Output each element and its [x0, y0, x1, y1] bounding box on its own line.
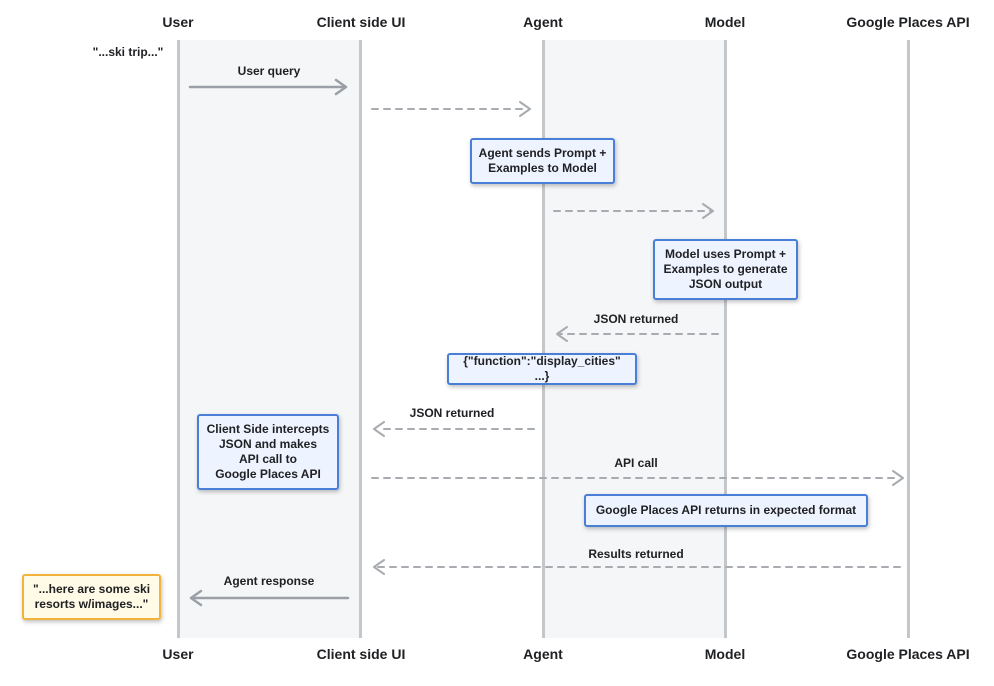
user-lane-band: [178, 40, 360, 638]
label-json-returned-2: JSON returned: [409, 406, 495, 420]
note-line: Google Places API returns in expected fo…: [595, 503, 857, 517]
note-function-json: {"function":"display_cities" ...}: [447, 353, 637, 385]
arrow-agent-to-model: [553, 203, 714, 219]
arrow-agent-response: [189, 589, 350, 607]
client-ui-lifeline: [359, 40, 362, 638]
note-line: Examples to Model: [488, 161, 597, 175]
participant-model-top: Model: [704, 14, 746, 30]
participant-model-bottom: Model: [704, 646, 746, 662]
arrow-api-call: [371, 470, 904, 486]
note-line: Agent sends Prompt +: [478, 146, 607, 160]
places-api-lifeline: [907, 40, 910, 638]
note-agent-sends-prompt: Agent sends Prompt +Examples to Model: [470, 138, 615, 184]
note-line: {"function":"display_cities" ...}: [463, 354, 621, 383]
label-json-returned-1: JSON returned: [593, 312, 679, 326]
participant-agent-bottom: Agent: [523, 646, 563, 662]
note-line: Client Side intercepts: [206, 422, 330, 436]
note-line: Model uses Prompt +: [664, 247, 787, 261]
participant-agent-top: Agent: [523, 14, 563, 30]
agent-lifeline: [542, 40, 545, 638]
participant-client-ui-bottom: Client side UI: [316, 646, 406, 662]
arrow-results-returned: [373, 559, 901, 575]
model-lifeline: [724, 40, 727, 638]
arrow-user-query: [188, 78, 348, 96]
note-line: Examples to generate: [663, 262, 788, 276]
label-user-query: User query: [237, 64, 301, 78]
user-quote: "...ski trip...": [92, 45, 164, 59]
label-results-returned: Results returned: [588, 547, 684, 561]
arrow-json-returned-model-to-agent: [556, 326, 719, 342]
note-line: JSON output: [688, 277, 763, 291]
user-lifeline: [177, 40, 180, 638]
participant-client-ui-top: Client side UI: [316, 14, 406, 30]
note-line: resorts w/images...": [34, 597, 149, 611]
note-line: JSON and makes: [218, 437, 318, 451]
note-line: API call to: [238, 452, 297, 466]
participant-user-top: User: [162, 14, 194, 30]
participant-user-bottom: User: [162, 646, 194, 662]
arrow-json-returned-agent-to-client: [373, 421, 535, 437]
label-agent-response: Agent response: [223, 574, 315, 588]
arrow-client-to-agent: [371, 101, 531, 117]
note-places-api-format: Google Places API returns in expected fo…: [584, 494, 868, 527]
label-api-call: API call: [614, 456, 658, 470]
participant-places-api-bottom: Google Places API: [846, 646, 970, 662]
note-line: Google Places API: [215, 467, 321, 481]
participant-places-api-top: Google Places API: [846, 14, 970, 30]
note-line: "...here are some ski: [32, 582, 151, 596]
